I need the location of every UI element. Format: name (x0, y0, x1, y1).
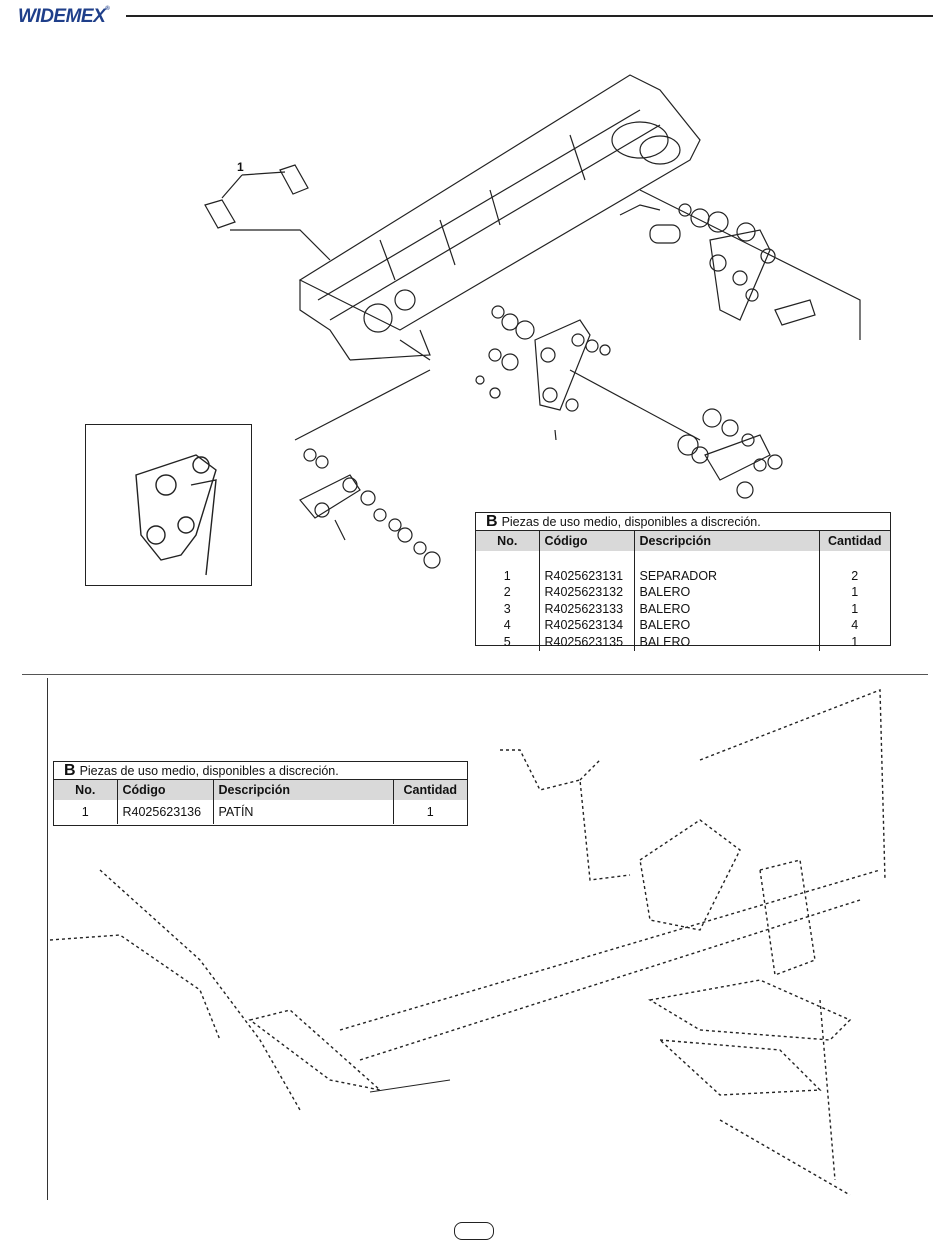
cell-code: R4025623135 (539, 633, 635, 651)
cell-quantity: 1 (426, 805, 434, 819)
cell-description: BALERO (634, 600, 820, 618)
inset-detail-drawing (135, 454, 217, 576)
section-divider (22, 674, 928, 675)
header-quantity: Cantidad (393, 780, 467, 800)
cell-code: R4025623132 (539, 584, 635, 601)
lower-right-group-drawing (677, 408, 783, 499)
right-link-group-drawing (619, 189, 861, 340)
table-header-row: No. Código Descripción Cantidad (476, 531, 890, 551)
header-code: Código (539, 531, 635, 551)
left-margin-rule (47, 678, 48, 1200)
cell-description: SEPARADOR (634, 567, 820, 585)
cell-no: 4 (476, 617, 540, 634)
cell-no: 3 (476, 600, 540, 618)
cell-quantity: 1 (851, 585, 859, 600)
lower-left-group-drawing (294, 369, 441, 569)
table-row: 3 R4025623133 BALERO 1 (476, 600, 890, 618)
header-description: Descripción (213, 780, 394, 800)
cell-code: R4025623134 (539, 617, 635, 634)
cell-description: PATÍN (213, 800, 394, 824)
brand-logo: WIDEMEX® (18, 6, 110, 27)
cell-code: R4025623131 (539, 567, 635, 585)
cell-quantity: 4 (851, 618, 859, 633)
cell-description: BALERO (634, 633, 820, 651)
cell-description: BALERO (634, 584, 820, 601)
header-code: Código (117, 780, 214, 800)
table-row: 2 R4025623132 BALERO 1 (476, 584, 890, 601)
page-number-box (454, 1222, 494, 1240)
cell-no: 2 (476, 584, 540, 601)
table-row: 1 R4025623136 PATÍN 1 (54, 800, 467, 824)
cell-code: R4025623136 (117, 800, 214, 824)
bottom-assembly-drawing (49, 688, 886, 1196)
header-no: No. (54, 780, 118, 800)
table-row: 5 R4025623135 BALERO 1 (476, 633, 890, 651)
frame-beam-drawing (298, 74, 701, 361)
cell-description: BALERO (634, 617, 820, 634)
cell-no: 1 (476, 567, 540, 585)
header-description: Descripción (634, 531, 820, 551)
cell-quantity: 1 (851, 634, 859, 649)
inset-detail-frame (85, 424, 252, 586)
center-link-group-drawing (475, 305, 701, 441)
cell-code: R4025623133 (539, 600, 635, 618)
cell-no: 5 (476, 633, 540, 651)
header-rule (126, 15, 933, 17)
header-quantity: Cantidad (819, 531, 890, 551)
cell-quantity: 1 (851, 601, 859, 616)
cell-no: 1 (54, 800, 118, 824)
table-header-row: No. Código Descripción Cantidad (54, 780, 467, 800)
cell-quantity: 2 (851, 568, 859, 583)
header-no: No. (476, 531, 540, 551)
table-row: 4 R4025623134 BALERO 4 (476, 617, 890, 634)
callout-label-1: 1 (237, 160, 244, 174)
table-row: 1 R4025623131 SEPARADOR 2 (476, 567, 890, 585)
pin-parts-drawing (204, 164, 331, 261)
table-row (476, 551, 890, 568)
